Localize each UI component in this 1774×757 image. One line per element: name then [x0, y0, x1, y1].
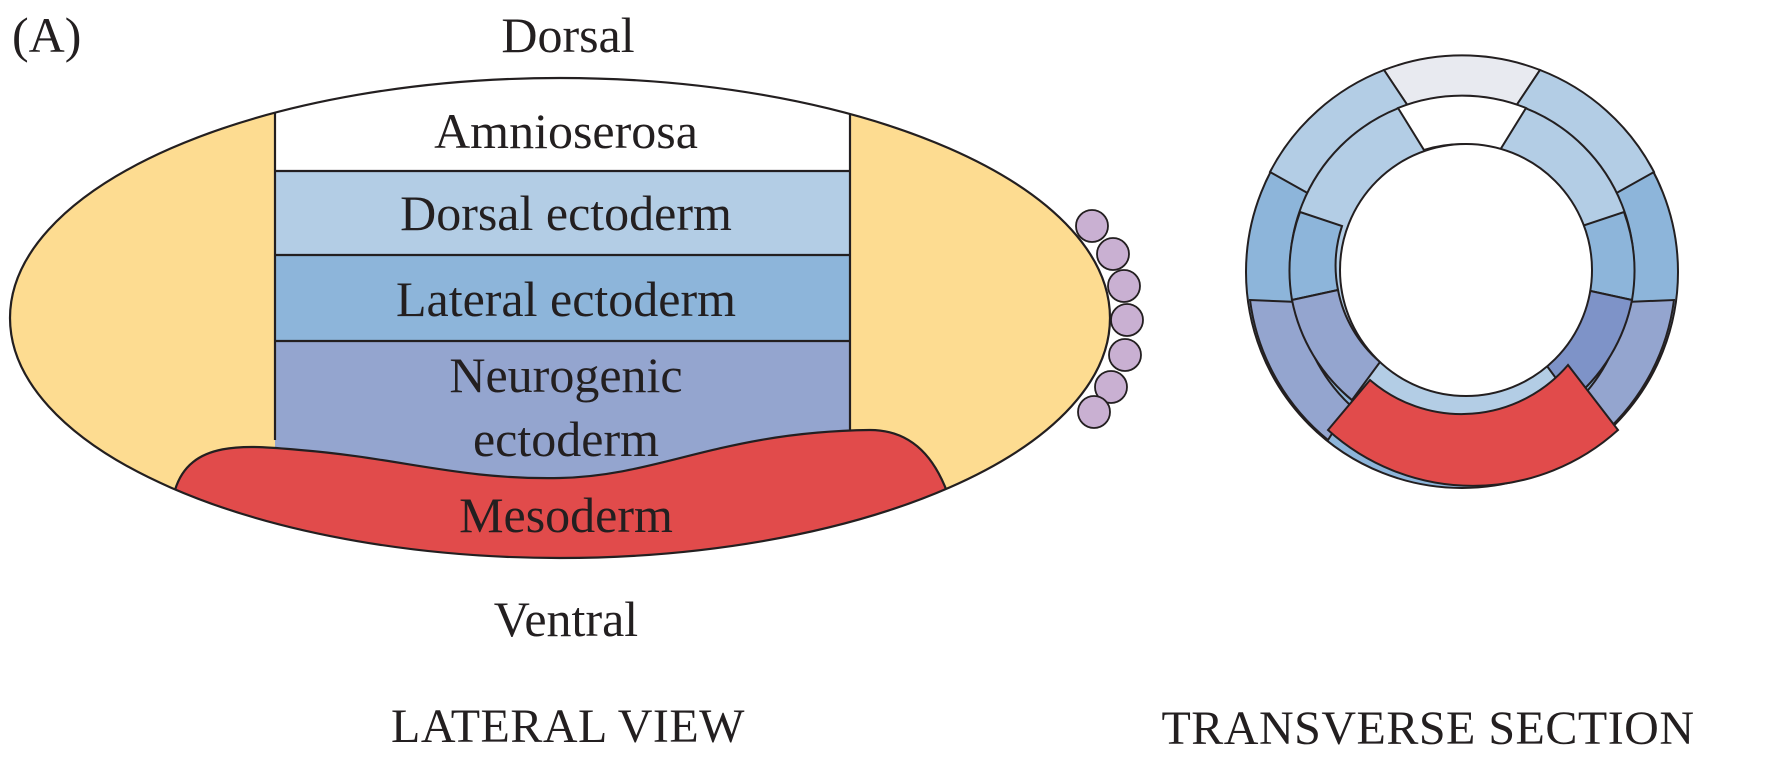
region-label-lateral-ectoderm: Lateral ectoderm [396, 271, 736, 327]
pole-cell [1076, 210, 1108, 242]
region-label-neurogenic-line2: ectoderm [473, 411, 659, 467]
pole-cell [1078, 396, 1110, 428]
ventral-label: Ventral [494, 591, 638, 647]
lateral-view: Dorsal Amnioserosa Dorsal ectoderm Later… [0, 7, 1143, 753]
region-label-neurogenic-line1: Neurogenic [449, 347, 682, 403]
central-lumen [1340, 144, 1592, 396]
transverse-section-caption: TRANSVERSE SECTION [1161, 702, 1694, 755]
panel-label: (A) [12, 7, 81, 63]
pole-cell [1108, 270, 1140, 302]
region-label-dorsal-ectoderm: Dorsal ectoderm [400, 185, 732, 241]
transverse-section [1246, 55, 1678, 488]
region-label-amnioserosa: Amnioserosa [434, 103, 698, 159]
pole-cell [1097, 238, 1129, 270]
pole-cell [1109, 339, 1141, 371]
lateral-view-caption: LATERAL VIEW [391, 700, 745, 753]
pole-cell [1111, 304, 1143, 336]
inner-sector-lateral-left [1290, 212, 1342, 300]
dorsal-label: Dorsal [501, 7, 634, 63]
region-label-mesoderm: Mesoderm [459, 487, 673, 543]
